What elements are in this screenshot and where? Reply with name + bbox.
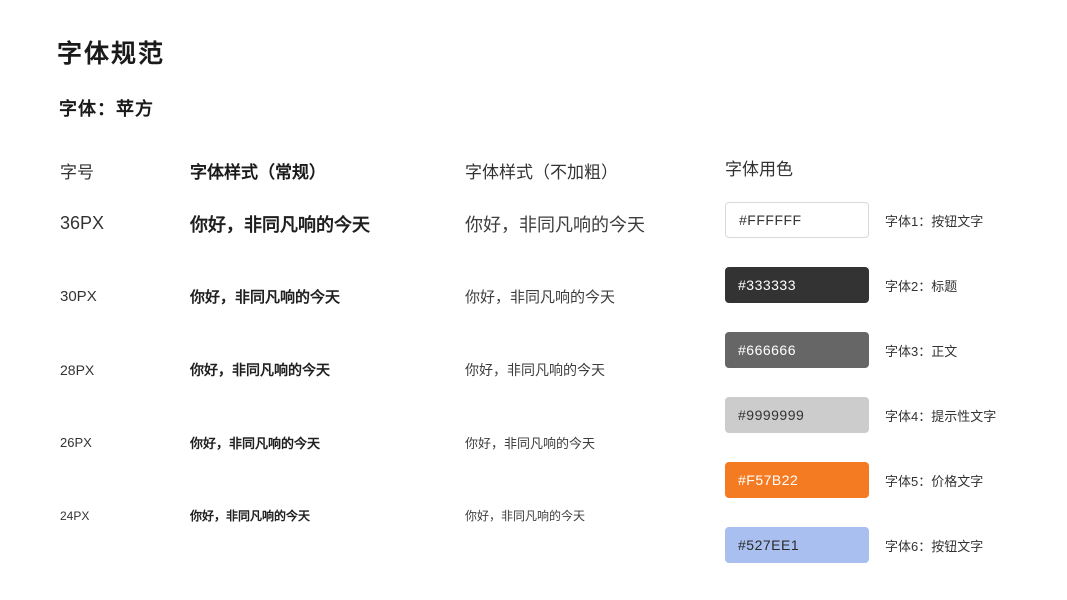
column-header-size: 字号 bbox=[60, 162, 94, 182]
color-item-5: #F57B22 字体5：价格文字 bbox=[725, 462, 996, 498]
color-swatch-333333: #333333 bbox=[725, 267, 869, 303]
color-item-4: #9999999 字体4：提示性文字 bbox=[725, 397, 996, 433]
color-hex-value: #527EE1 bbox=[738, 537, 800, 553]
color-hex-value: #F57B22 bbox=[738, 472, 799, 488]
sample-text-bold-26px: 你好，非同凡响的今天 bbox=[190, 436, 321, 451]
color-swatch-666666: #666666 bbox=[725, 332, 869, 368]
sample-text-light-24px: 你好，非同凡响的今天 bbox=[465, 509, 586, 523]
column-header-colors: 字体用色 bbox=[725, 160, 793, 179]
color-usage-label: 字体6：按钮文字 bbox=[885, 538, 984, 554]
color-item-3: #666666 字体3：正文 bbox=[725, 332, 996, 368]
sample-text-light-36px: 你好，非同凡响的今天 bbox=[465, 214, 645, 235]
color-hex-value: #333333 bbox=[738, 277, 797, 293]
font-size-style-table: 字号 字体样式（常规） 字体样式（不加粗） 36PX 你好，非同凡响的今天 你好… bbox=[60, 158, 725, 552]
table-row-28px: 28PX 你好，非同凡响的今天 你好，非同凡响的今天 bbox=[60, 333, 725, 406]
page-subtitle: 字体：苹方 bbox=[59, 99, 154, 119]
color-swatch-ffffff: #FFFFFF bbox=[725, 202, 869, 238]
sample-text-bold-30px: 你好，非同凡响的今天 bbox=[190, 289, 341, 306]
sample-text-bold-24px: 你好，非同凡响的今天 bbox=[190, 509, 311, 523]
table-row-36px: 36PX 你好，非同凡响的今天 你好，非同凡响的今天 bbox=[60, 187, 725, 260]
color-hex-value: #9999999 bbox=[738, 407, 805, 423]
font-size-label: 36PX bbox=[60, 213, 105, 233]
sample-text-bold-36px: 你好，非同凡响的今天 bbox=[190, 214, 370, 235]
color-usage-label: 字体3：正文 bbox=[885, 343, 958, 359]
table-row-30px: 30PX 你好，非同凡响的今天 你好，非同凡响的今天 bbox=[60, 260, 725, 333]
color-usage-label: 字体5：价格文字 bbox=[885, 473, 984, 489]
table-row-24px: 24PX 你好，非同凡响的今天 你好，非同凡响的今天 bbox=[60, 479, 725, 552]
column-header-light: 字体样式（不加粗） bbox=[465, 162, 618, 182]
sample-text-light-26px: 你好，非同凡响的今天 bbox=[465, 436, 596, 451]
color-swatch-527ee1: #527EE1 bbox=[725, 527, 869, 563]
color-usage-label: 字体2：标题 bbox=[885, 278, 958, 294]
color-swatch-9999999: #9999999 bbox=[725, 397, 869, 433]
color-hex-value: #666666 bbox=[738, 342, 797, 358]
sample-text-light-28px: 你好，非同凡响的今天 bbox=[465, 361, 605, 378]
color-item-6: #527EE1 字体6：按钮文字 bbox=[725, 527, 996, 563]
column-header-regular: 字体样式（常规） bbox=[190, 162, 326, 182]
font-size-label: 26PX bbox=[60, 435, 92, 450]
font-size-label: 30PX bbox=[60, 288, 97, 305]
page-title: 字体规范 bbox=[57, 40, 166, 68]
table-header-row: 字号 字体样式（常规） 字体样式（不加粗） bbox=[60, 158, 725, 182]
sample-text-bold-28px: 你好，非同凡响的今天 bbox=[190, 361, 330, 378]
color-hex-value: #FFFFFF bbox=[739, 212, 802, 228]
color-item-1: #FFFFFF 字体1：按钮文字 bbox=[725, 202, 996, 238]
color-usage-label: 字体1：按钮文字 bbox=[885, 213, 984, 229]
color-item-2: #333333 字体2：标题 bbox=[725, 267, 996, 303]
table-row-26px: 26PX 你好，非同凡响的今天 你好，非同凡响的今天 bbox=[60, 406, 725, 479]
sample-text-light-30px: 你好，非同凡响的今天 bbox=[465, 289, 616, 306]
font-colors-panel: 字体用色 #FFFFFF 字体1：按钮文字 #333333 字体2：标题 #66… bbox=[725, 158, 996, 592]
font-size-label: 24PX bbox=[60, 508, 90, 523]
font-size-label: 28PX bbox=[60, 361, 95, 378]
color-usage-label: 字体4：提示性文字 bbox=[885, 408, 997, 424]
color-swatch-f57b22: #F57B22 bbox=[725, 462, 869, 498]
